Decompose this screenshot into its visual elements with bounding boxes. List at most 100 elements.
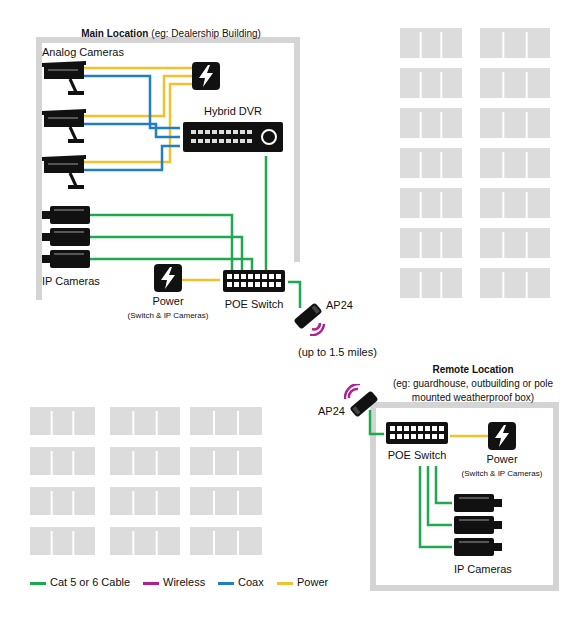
parking-divider [502,272,504,298]
parking-lot [190,447,262,475]
poe-switch: POE Switch [220,270,288,314]
parking-lot [480,28,550,58]
parking-lot [30,527,95,555]
parking-lot [480,188,550,218]
access-point: AP24 [318,384,380,424]
parking-divider [420,32,422,58]
parking-lot [400,68,462,98]
ip-camera-group-art [454,494,512,560]
parking-lots [30,28,550,555]
parking-lot [480,268,550,298]
node-label: Analog Cameras [42,46,124,58]
parking-divider [51,491,53,515]
parking-divider [72,451,74,475]
poe-switch: POE Switch [384,422,450,466]
parking-divider [51,411,53,435]
cable-connector [265,156,268,270]
node-label: Main Location [81,28,148,39]
ip-camera-group: IP Cameras [40,206,112,290]
parking-divider [502,72,504,98]
poe-switch-art [223,270,285,292]
parking-divider [51,451,53,475]
parking-divider [440,72,442,98]
device-illustration [183,122,283,152]
parking-divider [237,491,239,515]
parking-divider [440,32,442,58]
dvr-device-art [183,122,283,152]
node-label: Power [486,453,517,465]
parking-divider [132,531,134,555]
parking-divider [237,411,239,435]
building-outline [39,40,556,588]
parking-divider [156,451,158,475]
parking-divider [420,112,422,138]
device-illustration [42,206,112,272]
parking-divider [502,232,504,258]
parking-lot [190,487,262,515]
remote-building-wall [373,405,556,588]
parking-divider [420,192,422,218]
node-label: IP Cameras [454,563,512,575]
parking-divider [440,152,442,178]
parking-divider [213,411,215,435]
parking-divider [502,152,504,178]
parking-divider [72,491,74,515]
node-label: Remote Location [390,364,556,376]
parking-divider [502,32,504,58]
parking-lot [30,407,95,435]
parking-divider [132,451,134,475]
legend-text: Wireless [163,576,205,588]
node-label: POE Switch [225,298,284,310]
parking-divider [420,152,422,178]
parking-lot [190,407,262,435]
parking-lot [400,148,462,178]
legend-swatch [277,582,293,585]
parking-divider [156,531,158,555]
access-point-art [290,296,326,336]
parking-lot [190,527,262,555]
power-wire [84,67,192,70]
parking-divider [526,32,528,58]
device-illustration [290,296,326,336]
power-source: Power(Switch & IP Cameras) [118,264,218,320]
device-illustration [344,384,380,424]
parking-divider [132,491,134,515]
node-label: Power [152,295,183,307]
power-icon-body [192,62,220,90]
main-building-wall [39,40,297,300]
parking-divider [213,531,215,555]
location-region: Main Location(eg: Dealership Building)An… [36,26,306,302]
parking-divider [51,531,53,555]
power-source: Power(Switch & IP Cameras) [452,422,552,478]
legend-text: Cat 5 or 6 Cable [50,576,130,588]
parking-divider [440,192,442,218]
access-point-art [344,384,380,424]
device-illustration [118,264,218,294]
power-wire [84,76,192,116]
legend-swatch [218,582,234,585]
node-label: AP24 [326,299,353,311]
parking-lot [110,527,180,555]
power-bolt [199,65,213,87]
parking-lot [400,188,462,218]
node-label: Hybrid DVR [204,105,262,117]
cable-connector [130,76,180,170]
parking-divider [156,491,158,515]
parking-lot [480,228,550,258]
parking-divider [420,232,422,258]
parking-divider [72,531,74,555]
parking-divider [502,192,504,218]
parking-divider [440,112,442,138]
parking-lot [480,148,550,178]
parking-divider [526,152,528,178]
parking-lot [30,447,95,475]
legend-text: Coax [238,576,264,588]
parking-divider [440,272,442,298]
cable-connector [112,215,252,270]
parking-lot [400,28,462,58]
analog-camera-group: Analog Cameras [40,45,130,195]
ip-camera-group-art [42,206,112,272]
parking-lot [400,228,462,258]
camera-power-wires [84,68,192,162]
parking-divider [213,491,215,515]
